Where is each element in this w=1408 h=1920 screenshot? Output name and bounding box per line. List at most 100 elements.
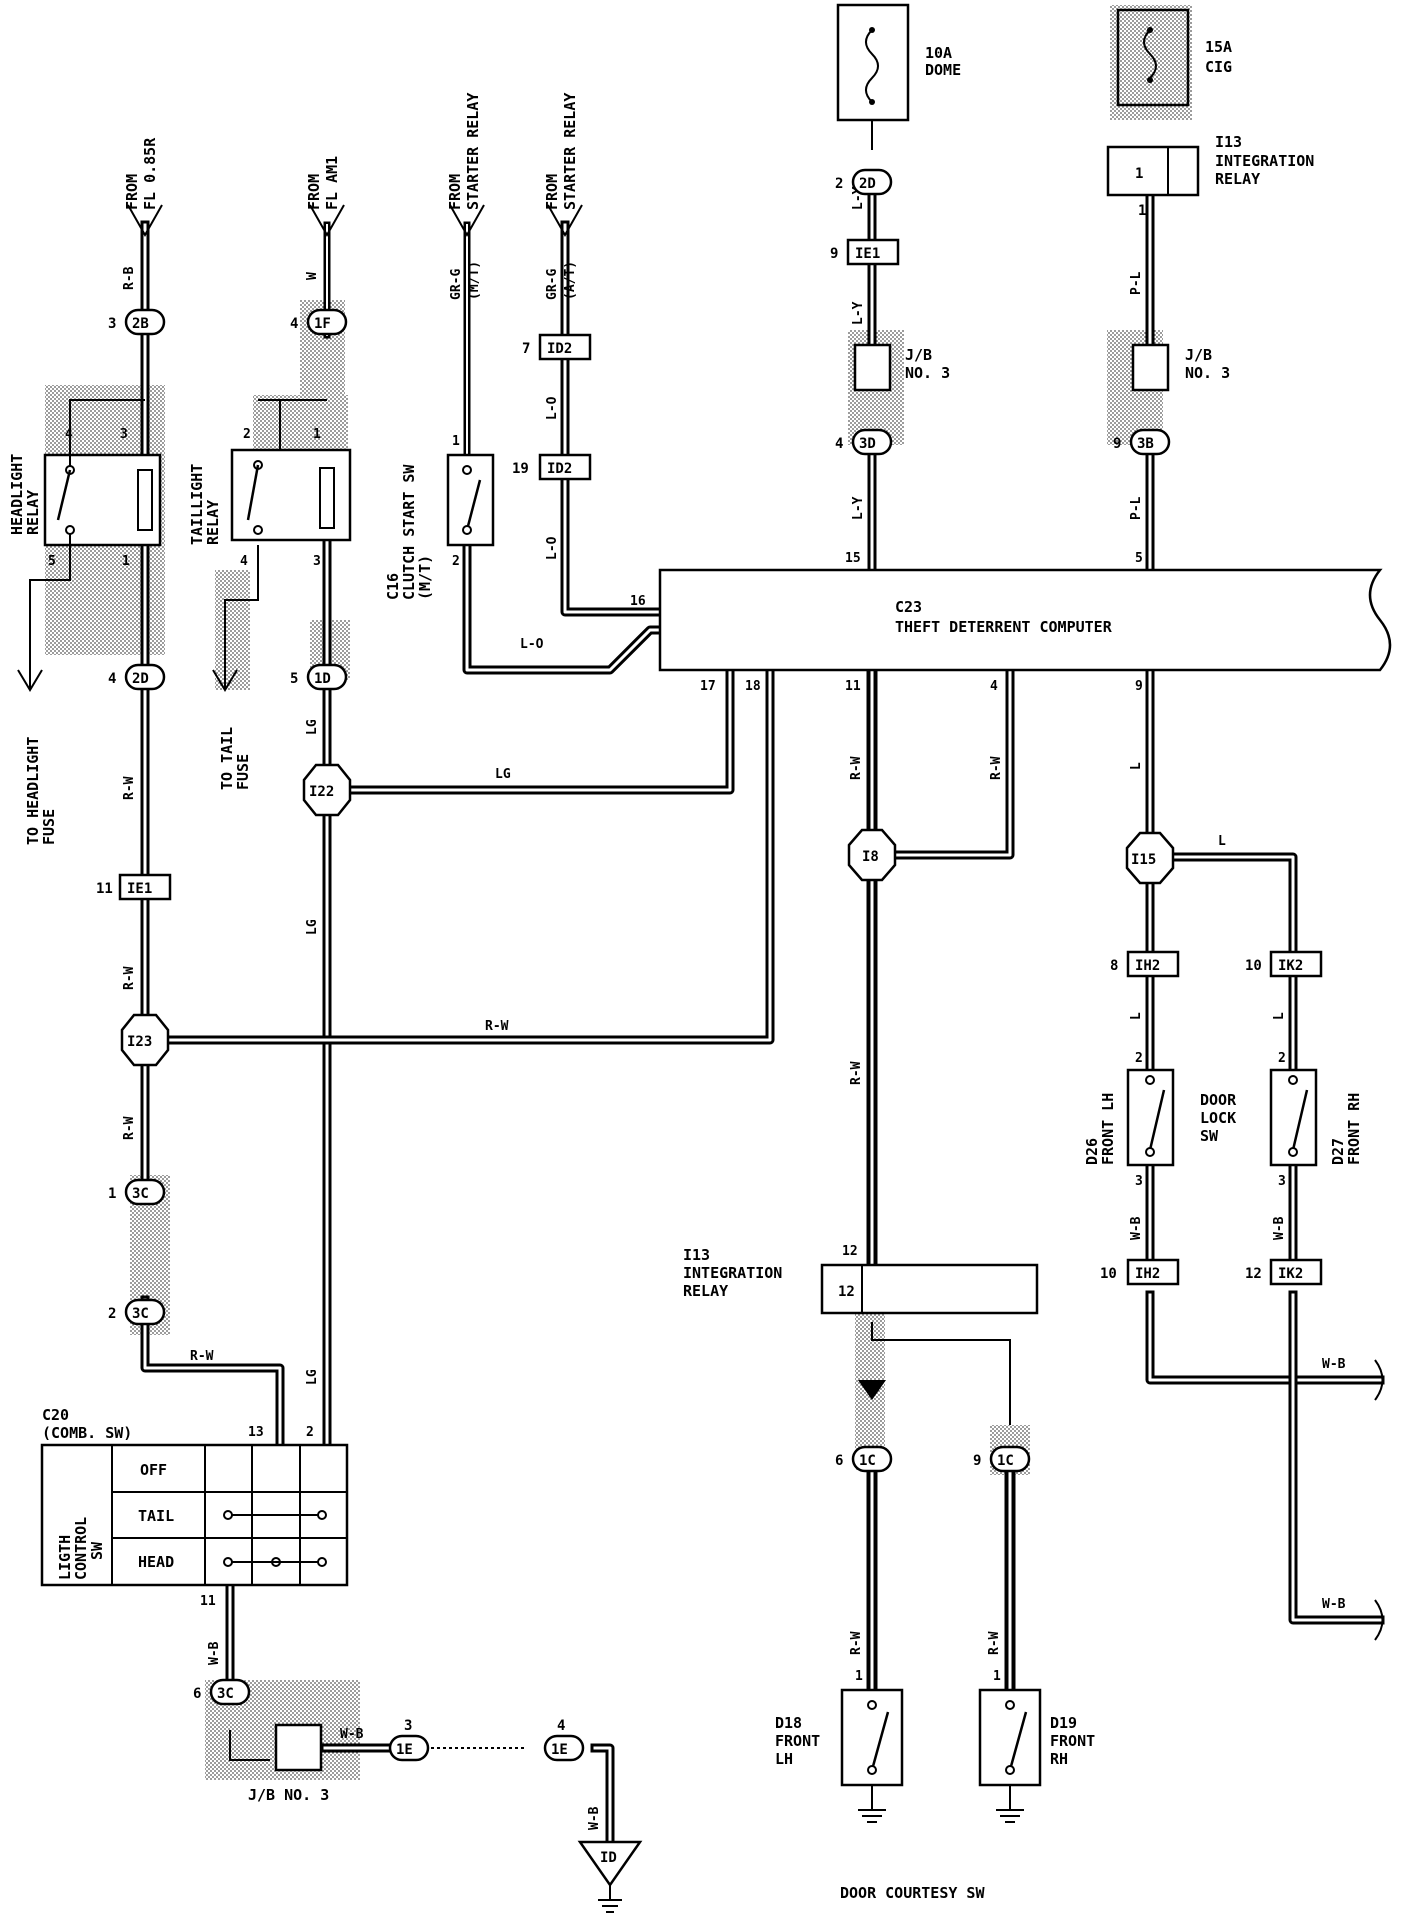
connector-1C-b: 1C9	[973, 1445, 1031, 1473]
svg-text:D18: D18	[775, 1714, 802, 1732]
svg-text:DOOR: DOOR	[1200, 1091, 1237, 1109]
output-arrows: TO HEADLIGHT FUSE TO TAIL FUSE	[17, 669, 252, 845]
junction-I22: I22	[302, 763, 352, 817]
svg-text:FROM: FROM	[305, 174, 323, 210]
connector-3C-c: 3C6	[193, 1678, 251, 1706]
svg-text:R-W: R-W	[849, 1061, 864, 1085]
svg-text:4: 4	[990, 679, 998, 694]
svg-text:IE1: IE1	[855, 246, 880, 262]
svg-text:RELAY: RELAY	[204, 500, 222, 545]
svg-text:IE1: IE1	[127, 881, 152, 897]
svg-text:2: 2	[1135, 1051, 1143, 1066]
svg-text:SW: SW	[88, 1541, 106, 1560]
svg-text:C20: C20	[42, 1406, 69, 1424]
svg-text:D19: D19	[1050, 1714, 1077, 1732]
svg-text:L: L	[1129, 1012, 1144, 1020]
svg-text:12: 12	[1245, 1266, 1262, 1282]
svg-text:3C: 3C	[217, 1686, 234, 1702]
integration-relay-bottom: 12 I13 INTEGRATION RELAY 12	[683, 1244, 1039, 1400]
svg-text:LIGTH: LIGTH	[56, 1535, 74, 1580]
svg-text:ID: ID	[600, 1850, 617, 1866]
svg-text:FRONT RH: FRONT RH	[1345, 1093, 1363, 1165]
svg-text:R-W: R-W	[485, 1019, 509, 1034]
svg-text:2B: 2B	[132, 316, 149, 332]
svg-text:RELAY: RELAY	[683, 1282, 728, 1300]
svg-text:DOOR COURTESY SW: DOOR COURTESY SW	[840, 1884, 985, 1902]
svg-text:STARTER RELAY: STARTER RELAY	[561, 93, 579, 210]
connector-3B: 3B9	[1113, 428, 1171, 456]
jb-internal-links	[29, 399, 1384, 1761]
svg-text:CLUTCH START SW: CLUTCH START SW	[400, 464, 418, 600]
connector-2D-left: 2D4	[108, 663, 166, 691]
fuse-cig: 15A CIG	[1116, 8, 1232, 107]
svg-text:2: 2	[835, 176, 843, 192]
connector-1E-a: 1E3	[388, 1718, 430, 1762]
svg-text:4: 4	[835, 436, 843, 452]
svg-text:ID2: ID2	[547, 341, 572, 357]
svg-text:GR-G: GR-G	[449, 269, 464, 300]
svg-text:HEAD: HEAD	[138, 1553, 174, 1571]
svg-text:9: 9	[1113, 436, 1121, 452]
svg-text:17: 17	[700, 679, 716, 694]
svg-text:9: 9	[973, 1453, 981, 1469]
svg-text:FROM: FROM	[446, 174, 464, 210]
svg-text:3C: 3C	[132, 1186, 149, 1202]
svg-text:3D: 3D	[859, 436, 876, 452]
svg-text:L-O: L-O	[545, 536, 560, 560]
svg-text:1D: 1D	[314, 671, 331, 687]
svg-text:10: 10	[1100, 1266, 1117, 1282]
door-lock-switches: 2 2 3 3 D26 FRONT LH D27 FRONT RH DOOR L…	[1083, 1051, 1363, 1189]
svg-text:CONTROL: CONTROL	[72, 1517, 90, 1580]
svg-text:1C: 1C	[859, 1453, 876, 1469]
svg-text:R-W: R-W	[849, 1631, 864, 1655]
svg-text:IH2: IH2	[1135, 1266, 1160, 1282]
svg-text:2D: 2D	[132, 671, 149, 687]
connector-1E-b: 1E4	[543, 1718, 585, 1762]
svg-text:W-B: W-B	[207, 1641, 222, 1665]
svg-text:2: 2	[243, 427, 251, 442]
svg-text:1: 1	[313, 427, 321, 442]
svg-text:10: 10	[1245, 958, 1262, 974]
svg-text:1: 1	[122, 554, 130, 569]
fuse-dome-name: DOME	[925, 61, 961, 79]
svg-text:2D: 2D	[859, 176, 876, 192]
svg-text:8: 8	[1110, 958, 1118, 974]
svg-text:4: 4	[290, 316, 298, 332]
svg-text:FUSE: FUSE	[234, 754, 252, 790]
svg-text:INTEGRATION: INTEGRATION	[683, 1264, 782, 1282]
svg-text:OFF: OFF	[140, 1461, 167, 1479]
svg-text:C16: C16	[384, 573, 402, 600]
svg-text:(A/T): (A/T)	[563, 261, 578, 300]
svg-text:9: 9	[1135, 679, 1143, 694]
svg-text:J/B NO. 3: J/B NO. 3	[248, 1786, 329, 1804]
svg-text:R-W: R-W	[122, 1116, 137, 1140]
svg-text:W-B: W-B	[340, 1727, 364, 1742]
connectors-oval: 2B3 1F4 2D2 2D4 1D5 3D4 3B9 3C1 3C2 3C6 …	[108, 168, 1171, 1762]
svg-text:FUSE: FUSE	[40, 809, 58, 845]
svg-text:L-Y: L-Y	[851, 496, 866, 520]
svg-text:16: 16	[630, 594, 646, 609]
svg-text:GR-G: GR-G	[545, 269, 560, 300]
svg-text:3C: 3C	[132, 1306, 149, 1322]
svg-text:R-W: R-W	[989, 756, 1004, 780]
svg-text:THEFT DETERRENT COMPUTER: THEFT DETERRENT COMPUTER	[895, 618, 1113, 636]
svg-text:1: 1	[855, 1669, 863, 1684]
svg-text:FL 0.85R: FL 0.85R	[141, 137, 159, 210]
svg-text:11: 11	[845, 679, 861, 694]
fuse-cig-rating: 15A	[1205, 38, 1232, 56]
svg-text:I22: I22	[309, 784, 334, 800]
jb-no3-boxes: J/B NO. 3 J/B NO. 3 J/B NO. 3	[248, 343, 1230, 1804]
svg-text:LG: LG	[305, 719, 320, 735]
svg-text:6: 6	[835, 1453, 843, 1469]
courtesy-switches: 1 1 D18 FRONT LH D19 FRONT RH DOOR COURT…	[775, 1669, 1095, 1902]
svg-text:C23: C23	[895, 598, 922, 616]
svg-text:L-Y: L-Y	[851, 301, 866, 325]
svg-text:W-B: W-B	[1129, 1216, 1144, 1240]
svg-text:LH: LH	[775, 1750, 793, 1768]
svg-text:FROM: FROM	[123, 174, 141, 210]
svg-text:R-W: R-W	[122, 966, 137, 990]
svg-text:I8: I8	[862, 849, 879, 865]
